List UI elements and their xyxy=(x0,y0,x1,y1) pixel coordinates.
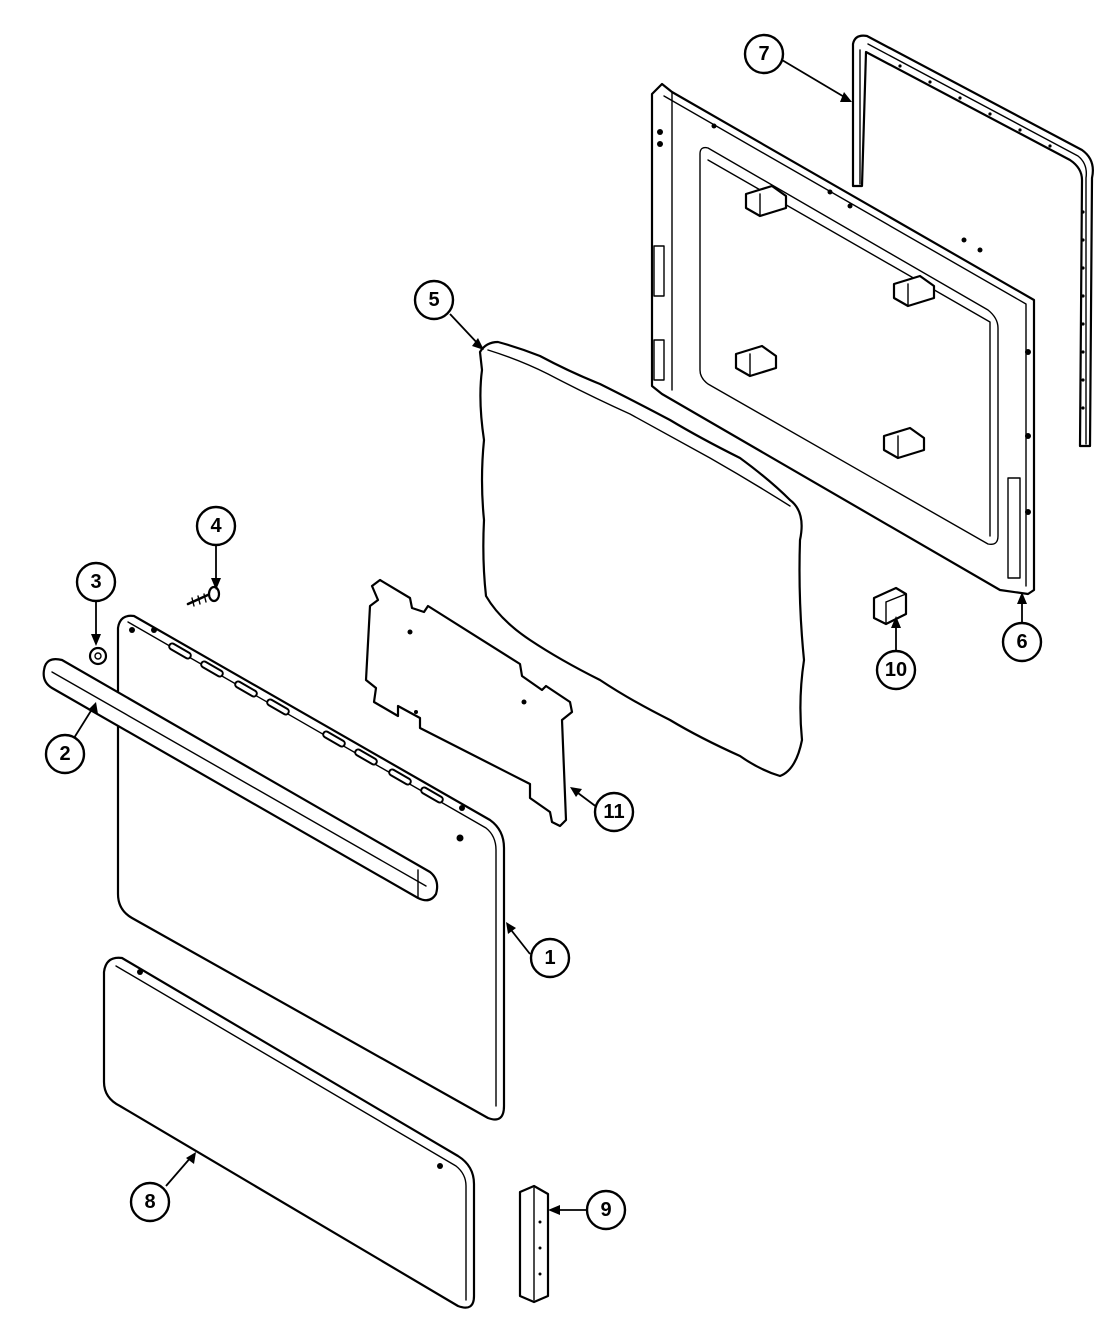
part-3-nut xyxy=(88,646,108,666)
callout-7: 7 xyxy=(743,33,785,75)
callout-9-label: 9 xyxy=(600,1199,611,1221)
callout-5: 5 xyxy=(413,279,455,321)
callout-3: 3 xyxy=(75,561,117,603)
part-5-insulation xyxy=(478,340,806,778)
callout-3-label: 3 xyxy=(90,571,101,593)
callout-1-label: 1 xyxy=(544,947,555,969)
callout-10-label: 10 xyxy=(885,659,907,681)
callout-8: 8 xyxy=(129,1181,171,1223)
callout-7-label: 7 xyxy=(758,43,769,65)
part-8-drawer-front xyxy=(102,956,476,1309)
part-4-screw xyxy=(186,585,221,607)
leader-lines xyxy=(73,59,1027,1215)
callout-4: 4 xyxy=(195,505,237,547)
callout-10: 10 xyxy=(875,649,917,691)
callout-2: 2 xyxy=(44,733,86,775)
callout-4-label: 4 xyxy=(210,515,222,537)
callout-1: 1 xyxy=(529,937,571,979)
part-1-outer-door xyxy=(116,614,506,1121)
callout-6-label: 6 xyxy=(1016,631,1027,653)
callout-11-label: 11 xyxy=(603,801,624,823)
callout-6: 6 xyxy=(1001,621,1043,663)
part-10-clip xyxy=(872,586,908,626)
callout-8-label: 8 xyxy=(144,1191,155,1213)
callout-11: 11 xyxy=(593,791,635,833)
part-2-door-handle xyxy=(42,658,439,902)
callout-9: 9 xyxy=(585,1189,627,1231)
part-7-door-gasket xyxy=(851,34,1094,448)
part-9-bracket xyxy=(518,1184,550,1304)
part-11-heat-shield xyxy=(364,578,574,828)
callout-2-label: 2 xyxy=(59,743,70,765)
callout-5-label: 5 xyxy=(428,289,439,311)
part-6-inner-door-frame xyxy=(650,82,1036,596)
